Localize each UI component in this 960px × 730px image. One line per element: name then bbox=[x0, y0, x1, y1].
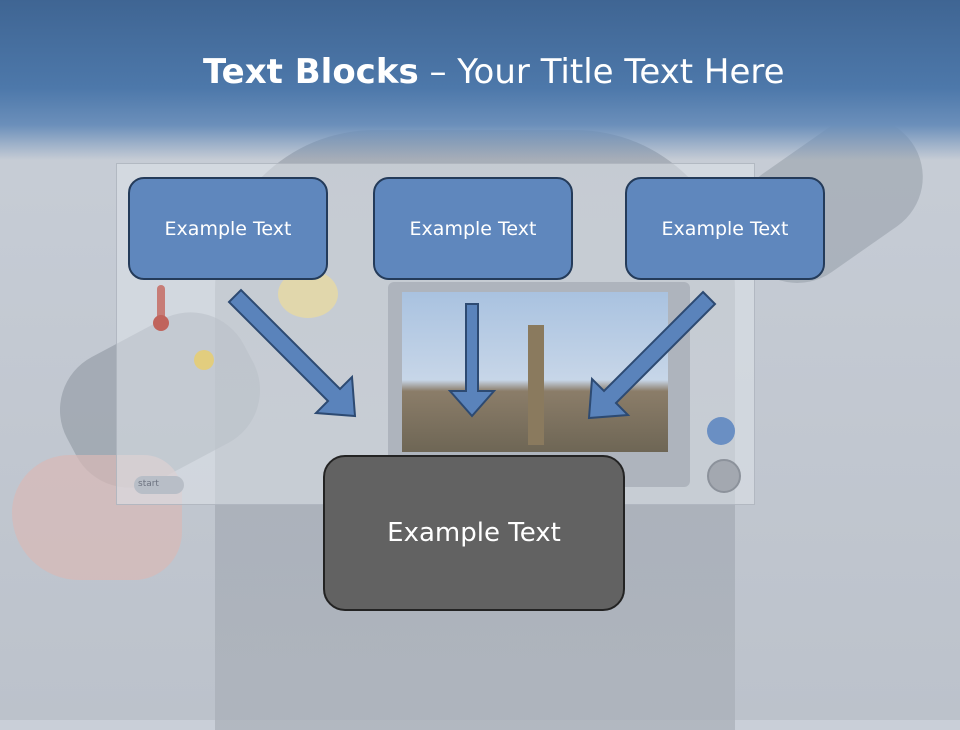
top-box-center: Example Text bbox=[373, 177, 573, 280]
top-box-left: Example Text bbox=[128, 177, 328, 280]
bottom-box-label: Example Text bbox=[387, 518, 561, 548]
compass-icon bbox=[707, 417, 735, 445]
arrow-left bbox=[227, 288, 357, 418]
top-box-center-label: Example Text bbox=[409, 217, 537, 240]
top-box-right-label: Example Text bbox=[661, 217, 789, 240]
arrow-center bbox=[447, 303, 497, 418]
title-rest: – Your Title Text Here bbox=[418, 52, 785, 92]
clock-tower bbox=[528, 325, 544, 445]
header-band bbox=[0, 0, 960, 160]
top-box-right: Example Text bbox=[625, 177, 825, 280]
start-label: start bbox=[138, 479, 159, 489]
thermometer-icon bbox=[157, 285, 165, 325]
knob-icon bbox=[707, 459, 741, 493]
start-button: start bbox=[134, 476, 184, 494]
title-bold: Text Blocks bbox=[203, 52, 419, 92]
top-box-left-label: Example Text bbox=[164, 217, 292, 240]
thermometer-bulb bbox=[153, 315, 169, 331]
slide-title: Text Blocks – Your Title Text Here bbox=[203, 52, 785, 92]
weather-ball-icon bbox=[194, 350, 214, 370]
bottom-box: Example Text bbox=[323, 455, 625, 611]
arrow-right bbox=[587, 290, 717, 420]
